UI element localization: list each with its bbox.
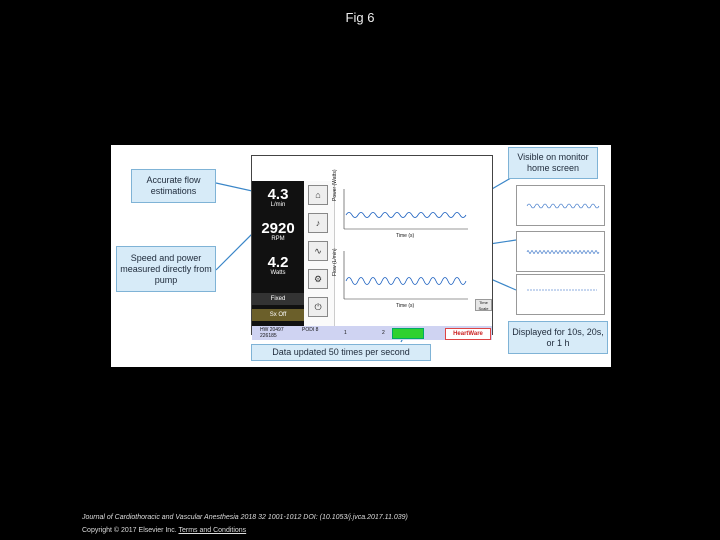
speed-unit: RPM [271, 236, 285, 242]
flow-unit: L/min [270, 202, 286, 208]
time-axis-label-2: Time (s) [396, 303, 415, 309]
time-axis-label-1: Time (s) [396, 233, 415, 239]
copyright-line: Copyright © 2017 Elsevier Inc. Terms and… [82, 527, 246, 534]
power-axis-label: Power (Watts) [332, 169, 338, 201]
pump-serial: 226185 [260, 333, 277, 339]
graph-icon[interactable]: ∿ [308, 241, 328, 261]
flow-waveform [343, 251, 468, 300]
mode-status[interactable]: Fixed [252, 293, 304, 305]
time-scale-button[interactable]: Time Scale [475, 299, 492, 311]
icon-column: ⌂ ♪ ∿ ⚙ ⏻ [304, 181, 335, 326]
speed-value: 2920 [261, 220, 295, 237]
speed-metric: 2920 RPM [252, 221, 304, 242]
callout-flow: Accurate flow estimations [131, 169, 216, 203]
alarm-status[interactable]: Sx Off [252, 309, 304, 321]
pump-id: HW 20497 [260, 327, 284, 333]
time-scale-column: Time Scale [472, 181, 492, 326]
mini-screen-10s [516, 185, 605, 226]
callout-speed: Speed and power measured directly from p… [116, 246, 216, 292]
callout-displayed: Displayed for 10s, 20s, or 1 h [508, 321, 608, 354]
figure-image: Accurate flow estimations Speed and powe… [111, 145, 611, 367]
device-footer: HW 20497 226185 PODI 8 1 2 HeartWare [252, 326, 492, 340]
power-value: 4.2 [267, 254, 289, 271]
pump-icon[interactable]: ⚙ [308, 269, 328, 289]
mini-screen-1h [516, 274, 605, 315]
home-icon[interactable]: ⌂ [308, 185, 328, 205]
figure-title: Fig 6 [345, 10, 375, 25]
channel-1: 1 [344, 330, 347, 336]
power-metric: 4.2 Watts [252, 255, 304, 276]
copyright-text: Copyright © 2017 Elsevier Inc. [82, 527, 177, 534]
battery-indicator [392, 328, 424, 339]
mini-screen-20s [516, 231, 605, 272]
bell-icon[interactable]: ♪ [308, 213, 328, 233]
channel-2: 2 [382, 330, 385, 336]
callout-visible: Visible on monitor home screen [508, 147, 598, 179]
flow-axis-label: Flow (L/min) [332, 248, 338, 276]
callout-updated: Data updated 50 times per second [251, 344, 431, 361]
power-unit: Watts [270, 270, 286, 276]
power-waveform [343, 189, 468, 230]
citation: Journal of Cardiothoracic and Vascular A… [82, 514, 408, 521]
terms-link[interactable]: Terms and Conditions [178, 527, 247, 534]
pod-label: PODI 8 [302, 327, 319, 333]
heartware-logo: HeartWare [445, 328, 491, 340]
pump-monitor-screen: 4.3 L/min 2920 RPM 4.2 Watts Fixed Sx Of… [251, 155, 493, 340]
flow-value: 4.3 [267, 186, 289, 203]
power-icon[interactable]: ⏻ [308, 297, 328, 317]
flow-metric: 4.3 L/min [252, 187, 304, 208]
waveform-graphs: Power (Watts) Time (s) Flow (L/min) Time… [332, 170, 472, 326]
metrics-panel: 4.3 L/min 2920 RPM 4.2 Watts Fixed Sx Of… [252, 181, 304, 326]
